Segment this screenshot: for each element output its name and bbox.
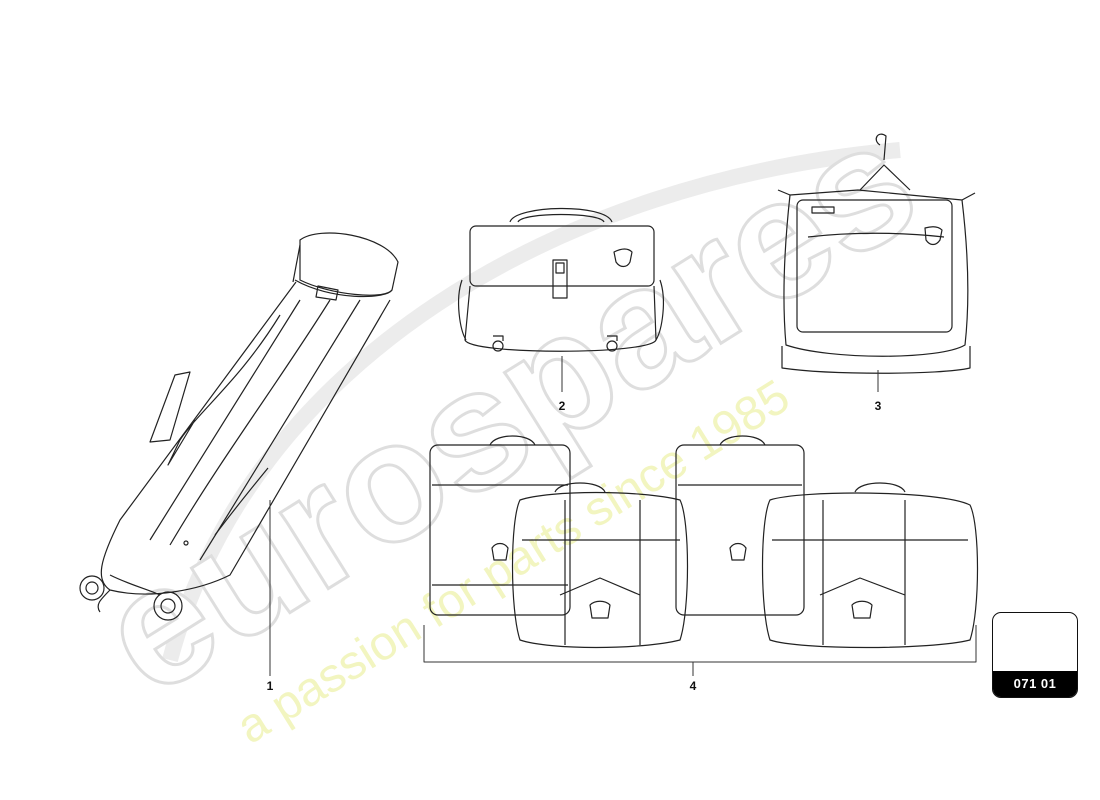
watermark-swoosh-icon [162,142,901,663]
callout-3: 3 [874,399,882,413]
reference-box: 071 01 [992,612,1078,698]
garment-bag-icon [777,133,976,374]
reference-code: 071 01 [993,671,1077,697]
luggage-set-icon [429,435,979,649]
leader-lines [269,356,977,676]
briefcase-icon [458,207,664,352]
callout-4: 4 [689,679,697,693]
golf-bag-icon [79,232,399,621]
callout-2: 2 [558,399,566,413]
callout-1: 1 [266,679,274,693]
